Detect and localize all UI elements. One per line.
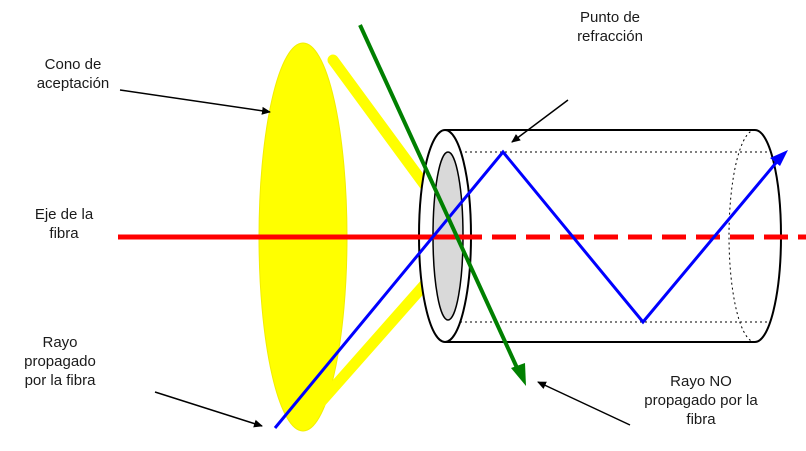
refraction-point-label: Punto de refracción [555, 8, 665, 46]
propagated-ray-label-line2: propagado [24, 353, 96, 370]
cone-edge-lower [306, 260, 447, 418]
fiber-axis-label-line1: Eje de la [34, 206, 94, 223]
acceptance-cone-label-line1: Cono de [44, 56, 102, 73]
non-propagated-label-arrow [537, 381, 631, 426]
non-propagated-ray-label-line2: propagado por la [644, 392, 758, 409]
acceptance-cone-label: Cono de aceptación [14, 55, 132, 93]
propagated-ray [273, 149, 782, 429]
propagated-label-arrow [154, 391, 263, 428]
non-propagated-ray-arrowhead [511, 363, 526, 386]
propagated-ray-label-line1: Rayo [42, 334, 78, 351]
propagated-ray-arrowhead [770, 150, 788, 166]
acceptance-cone-label-line2: aceptación [36, 75, 110, 92]
propagated-ray-label-line3: por la fibra [24, 372, 96, 389]
fiber-axis-label: Eje de la fibra [14, 205, 114, 243]
refraction-label-arrow [511, 99, 569, 143]
refraction-point-label-line1: Punto de [579, 9, 641, 26]
propagated-ray-label: Rayo propagado por la fibra [0, 333, 120, 390]
non-propagated-ray-label-line3: fibra [686, 411, 716, 428]
refraction-point-label-line2: refracción [577, 28, 643, 45]
non-propagated-ray-label: Rayo NO propagado por la fibra [626, 372, 776, 429]
cone-label-arrow [119, 89, 271, 115]
fiber-axis-label-line2: fibra [49, 225, 79, 242]
non-propagated-ray [358, 24, 520, 371]
non-propagated-ray-label-line1: Rayo NO [670, 373, 732, 390]
